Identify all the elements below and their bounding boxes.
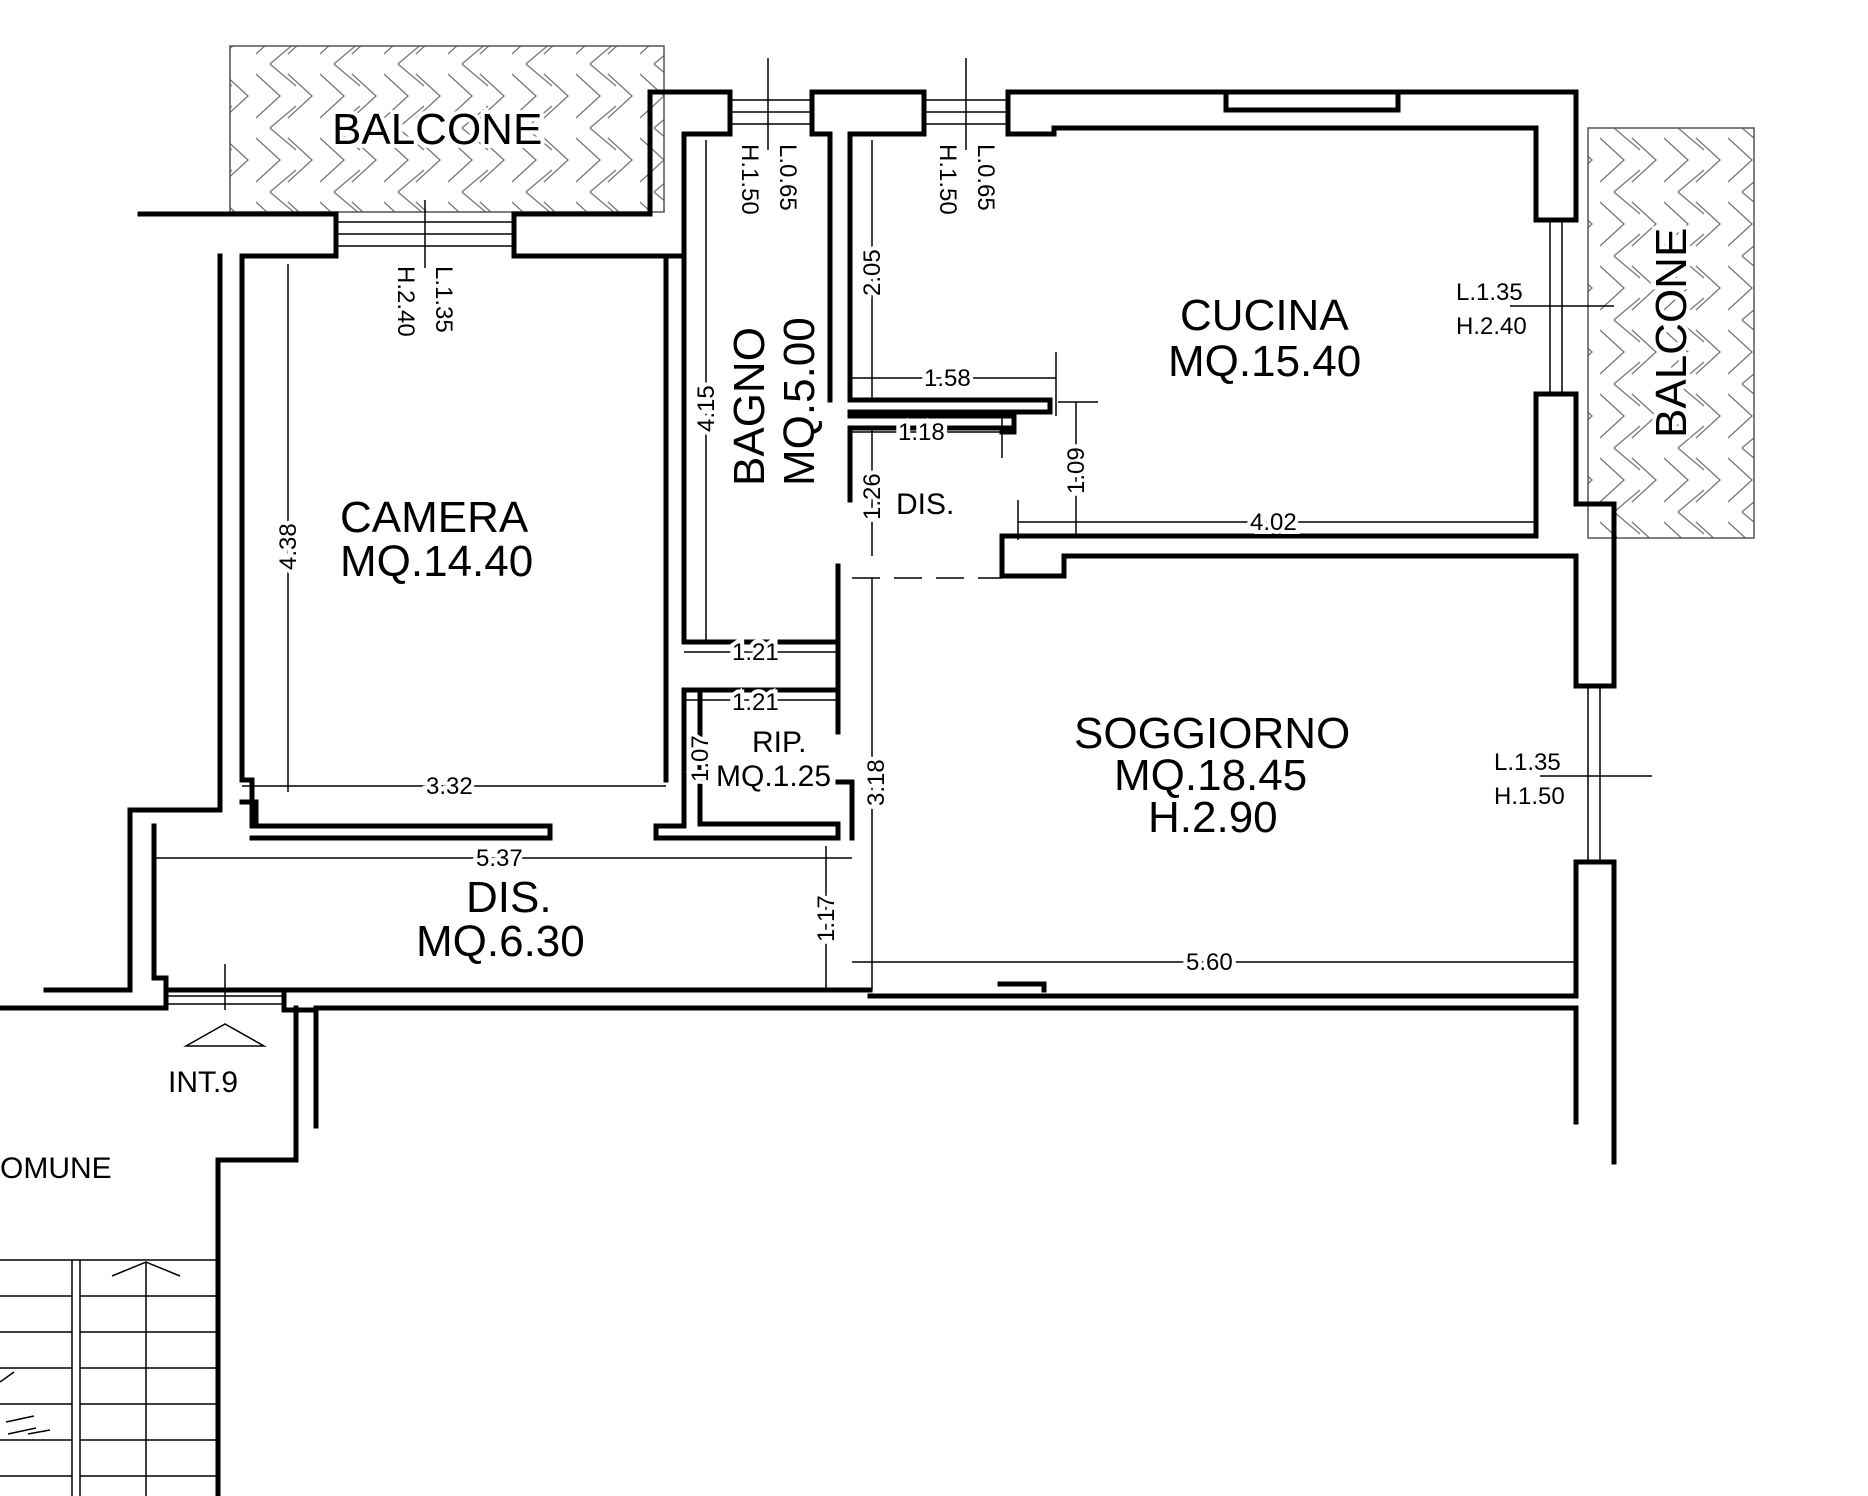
window-cucina-top-height: H.1.50 [934,144,961,215]
dim-soggiorno-height: 3.18 [863,759,890,806]
common-area-label: OMUNE [0,1152,112,1185]
entrance-label: INT.9 [168,1066,238,1099]
dim-rip-height: 1.07 [687,735,714,782]
balcony-top [229,45,665,213]
room-area-camera: MQ.14.40 [340,537,533,586]
window-symbols [166,58,1652,1047]
dim-cucina-depth: 1.09 [1063,447,1090,494]
room-name-dis-small: DIS. [896,488,954,521]
room-height-soggiorno: H.2.90 [1148,793,1278,842]
window-soggiorno-height: H.1.50 [1494,783,1565,810]
window-bagno-width: L.0.65 [774,144,801,211]
room-name-dis-corridor: DIS. [466,873,552,922]
room-area-cucina: MQ.15.40 [1168,337,1361,386]
room-area-bagno: MQ.5.00 [775,317,824,486]
dim-rip-width: 1.21 [732,689,779,716]
dim-dis-height: 1.26 [859,473,886,520]
room-name-rip: RIP. [752,726,806,759]
dim-soggiorno-width: 5.60 [1186,949,1233,976]
window-camera-height: H.2.40 [392,266,419,337]
window-camera-width: L.1.35 [430,266,457,333]
dim-dis-width: 1.18 [898,419,945,446]
room-area-rip: MQ.1.25 [716,760,831,793]
dim-camera-width: 3.32 [426,773,473,800]
dim-cucina-upper: 2.05 [859,249,886,296]
window-bagno-height: H.1.50 [736,144,763,215]
dim-cucina-step: 1.58 [924,365,971,392]
dim-corridor-width: 5.37 [476,845,523,872]
walls [0,89,1617,1496]
dim-bagno-height: 4.15 [693,385,720,432]
room-name-cucina: CUCINA [1180,291,1349,340]
room-name-balcone-top: BALCONE [332,105,542,154]
room-name-camera: CAMERA [340,493,529,542]
room-name-balcone-right: BALCONE [1647,228,1696,438]
dim-bagno-width: 1.21 [732,639,779,666]
dim-corridor-depth: 1.17 [813,895,840,942]
dim-camera-height: 4.38 [275,523,302,570]
dim-cucina-width: 4.02 [1250,509,1297,536]
dimension-lines [154,140,1576,990]
room-name-bagno: BAGNO [725,327,774,486]
window-cucina-right-height: H.2.40 [1456,313,1527,340]
room-area-soggiorno: MQ.18.45 [1114,751,1307,800]
window-soggiorno-width: L.1.35 [1494,749,1561,776]
room-area-dis-corridor: MQ.6.30 [416,917,585,966]
stairs [0,1259,218,1496]
window-cucina-top-width: L.0.65 [972,144,999,211]
balcony-right [1587,127,1755,539]
room-name-soggiorno: SOGGIORNO [1074,709,1350,758]
window-cucina-right-width: L.1.35 [1456,279,1523,306]
